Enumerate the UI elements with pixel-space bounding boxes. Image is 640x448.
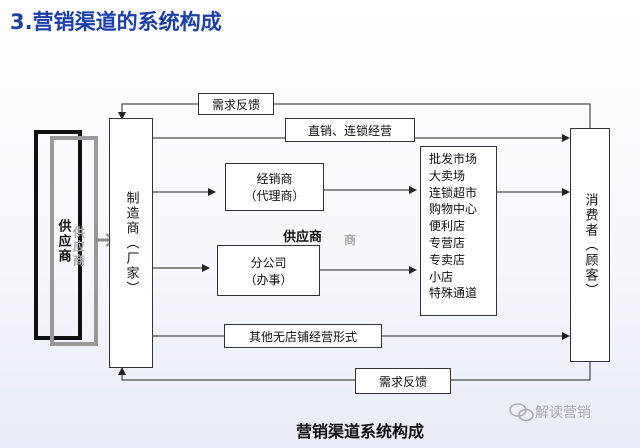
consumer-box: 消费者（顾客） <box>570 128 610 362</box>
retail-item: 特殊通道 <box>429 286 478 301</box>
top-feedback-arrow <box>118 103 591 128</box>
retail-item: 小店 <box>429 269 454 284</box>
distributor-line1: 经销商 <box>256 172 293 186</box>
consumer-label: 消费者（顾客） <box>582 192 598 298</box>
diagram-caption: 营销渠道系统构成 <box>296 422 425 441</box>
bottom-feedback-box: 需求反馈 <box>355 368 451 394</box>
retail-item: 便利店 <box>429 219 466 234</box>
retail-item: 大卖场 <box>429 168 466 183</box>
supplier-bracket-frame <box>34 130 82 340</box>
other-forms-box: 其他无店铺经营形式 <box>224 324 382 348</box>
middle-ghost-label: 商 <box>344 233 357 247</box>
supplier-label: 供应商 <box>55 218 71 264</box>
page-title: 3.营销渠道的系统构成 <box>10 10 222 34</box>
branch-line2: （办事） <box>244 272 293 287</box>
retail-item: 专营店 <box>429 235 466 250</box>
direct-sales-label: 直销、连锁经营 <box>307 123 392 138</box>
retail-list-box: 批发市场 大卖场 连锁超市 购物中心 便利店 专营店 专卖店 小店 特殊通道 <box>420 146 497 316</box>
manufacturer-box: 制造商（厂家） <box>109 118 153 368</box>
manufacturer-label: 制造商（厂家） <box>123 190 139 296</box>
watermark-label: 解读营销 <box>535 405 591 421</box>
other-forms-label: 其他无店铺经营形式 <box>248 329 357 344</box>
bottom-feedback-label: 需求反馈 <box>378 374 427 389</box>
branch-line1: 分公司 <box>250 255 287 270</box>
distributor-box: 经销商 （代理商） <box>225 163 324 211</box>
retail-item: 连锁超市 <box>429 185 478 200</box>
direct-sales-box: 直销、连锁经营 <box>285 118 415 142</box>
branch-box: 分公司 （办事） <box>217 245 320 296</box>
distributor-line2: （代理商） <box>244 189 305 203</box>
top-feedback-box: 需求反馈 <box>198 93 274 115</box>
retail-item: 批发市场 <box>429 152 478 166</box>
retail-item: 专卖店 <box>429 252 466 267</box>
top-feedback-label: 需求反馈 <box>211 97 260 112</box>
retail-item: 购物中心 <box>429 202 478 217</box>
supplier-ghost-label: 供应商 <box>71 226 86 268</box>
middle-supplier-label: 供应商 <box>283 230 323 245</box>
chat-bubble-icon <box>509 403 534 422</box>
